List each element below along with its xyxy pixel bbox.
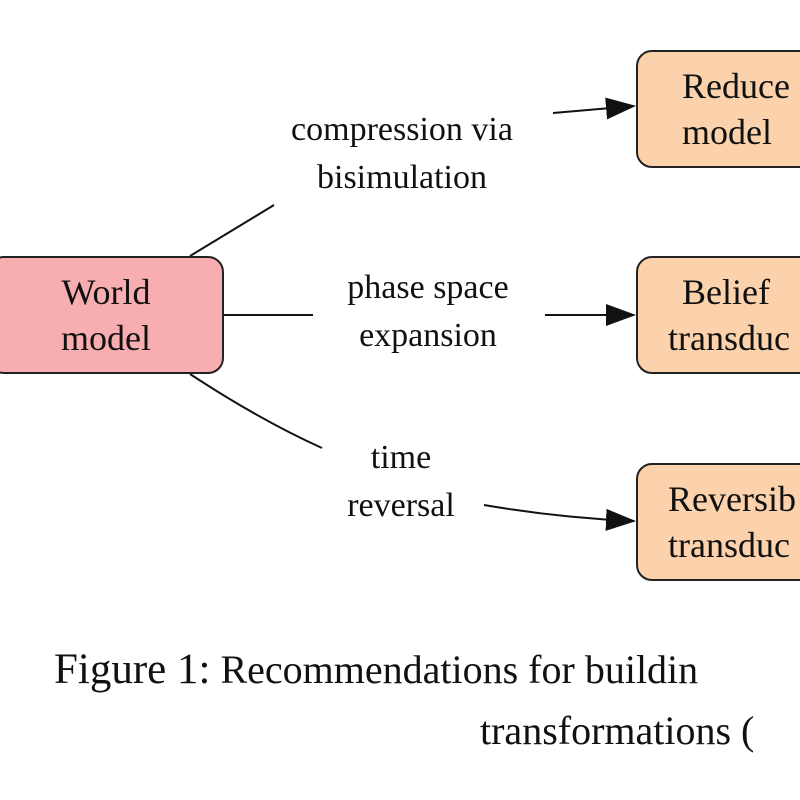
node-world-model-line2: model [61,318,151,358]
node-reversible-transducer: Reversib transduc [636,463,800,581]
edge-label-time-reversal: time reversal [347,434,455,530]
figure-caption-line2: transformations ( [480,704,754,758]
node-belief-transducer-line1: Belief [682,272,770,312]
node-belief-transducer: Belief transduc [636,256,800,374]
figure-number: Figure 1: [54,646,211,693]
edge-label-compression-line2: bisimulation [317,159,487,196]
edge-label-phase-space-line2: expansion [359,317,497,354]
node-world-model: World model [0,256,224,374]
edge-time-arrow [483,504,636,531]
figure-caption-text: Recommendations for buildin [220,647,699,692]
node-belief-transducer-line2: transduc [668,318,790,358]
node-world-model-line1: World [61,272,151,312]
edge-time-tail [189,373,323,449]
edge-compression-tail [189,204,275,257]
figure-caption-line1: Figure 1: Recommendations for buildin [54,640,698,700]
edge-label-compression-line1: compression via [291,111,513,148]
edge-label-time-reversal-line2: reversal [347,487,455,524]
edge-label-phase-space-line1: phase space [347,269,509,306]
edge-label-compression: compression via bisimulation [291,106,513,202]
node-reduced-model-line1: Reduce [682,66,790,106]
edge-compression-arrow [552,97,636,120]
figure-caption-text-continued: transformations ( [480,708,755,753]
edge-label-phase-space: phase space expansion [347,264,508,360]
node-reduced-model-line2: model [682,112,772,152]
node-reversible-transducer-line2: transduc [668,525,790,565]
node-reduced-model: Reduce model [636,50,800,168]
edge-label-time-reversal-line1: time [370,439,432,476]
node-reversible-transducer-line1: Reversib [668,479,796,519]
